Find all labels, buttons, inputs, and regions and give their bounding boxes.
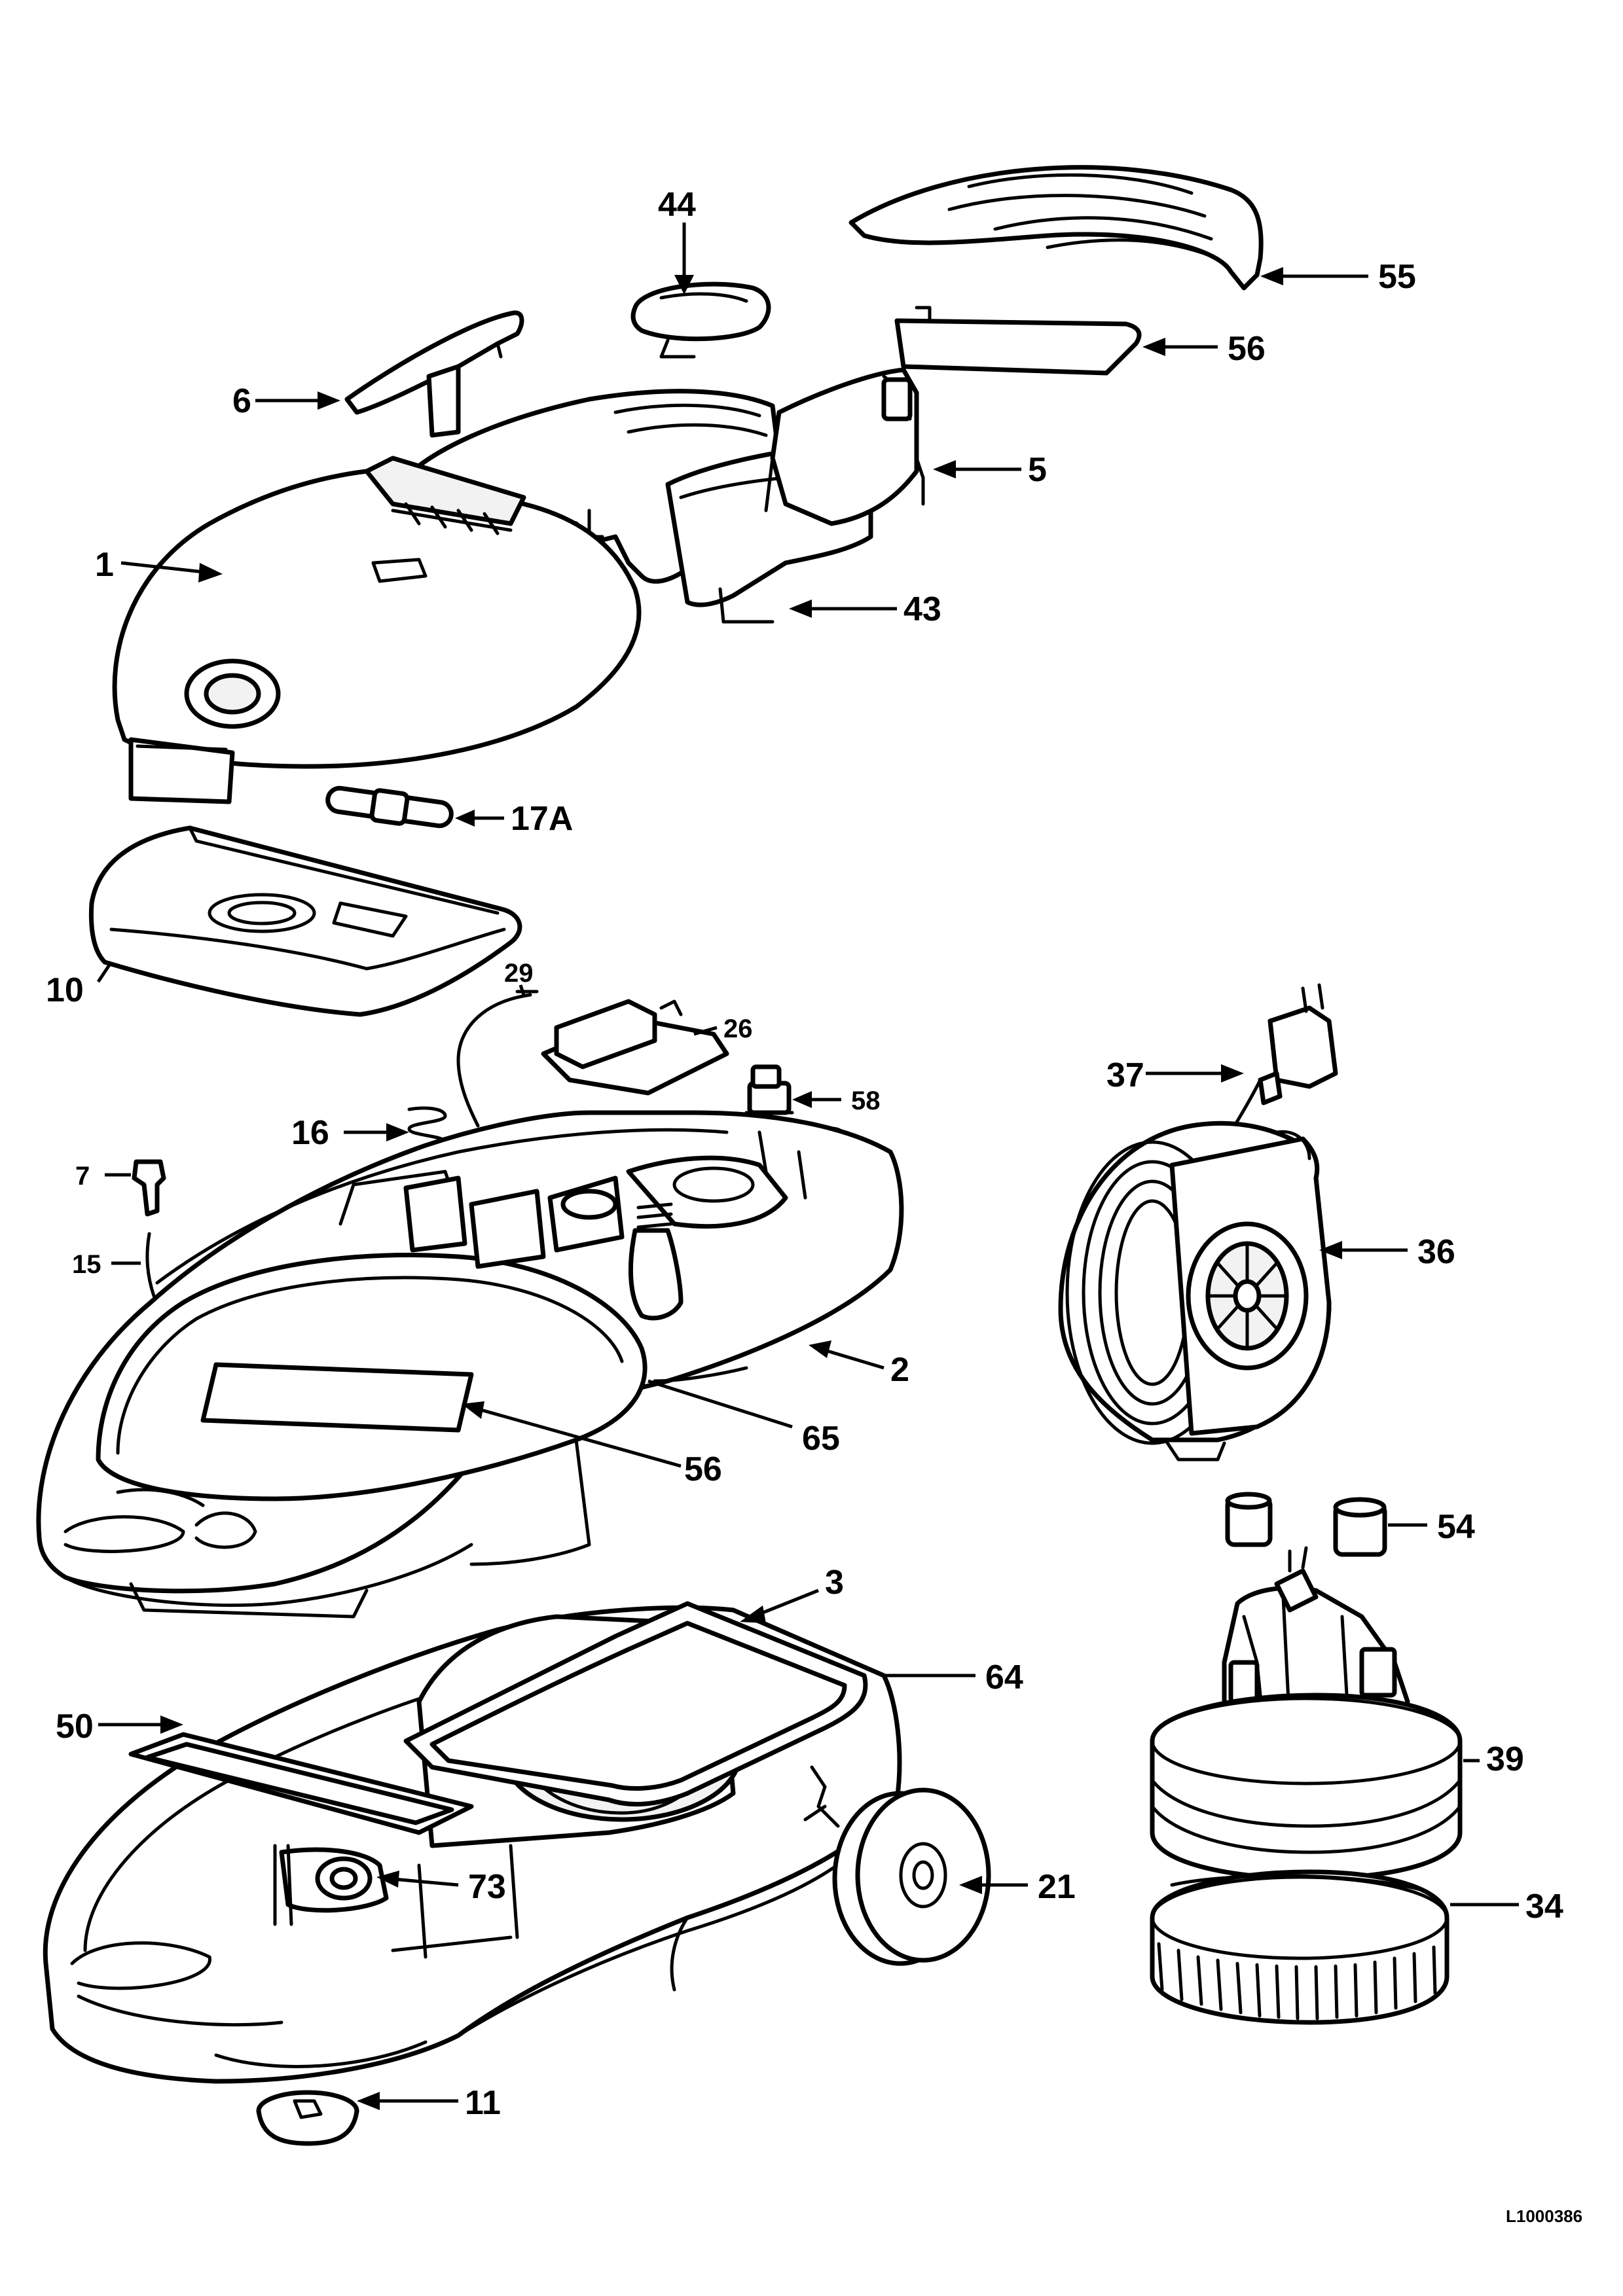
part-2-main-body [36,1110,904,1619]
label-11: 11 [465,2084,501,2122]
label-37: 37 [1106,1056,1144,1094]
part-37-power-cord [1137,983,1338,1285]
label-26: 26 [723,1014,753,1043]
part-15-clip [145,1232,156,1298]
leader-lines [96,223,1519,2110]
part-36-cord-reel [1058,1121,1332,1462]
label-44: 44 [658,186,696,224]
part-50-gasket-frame [128,1732,474,1835]
label-36: 36 [1417,1233,1455,1271]
part-34-gasket-ring [1150,1869,1450,2025]
part-44-button [630,281,771,359]
label-29: 29 [504,959,534,988]
label-1: 1 [95,546,114,584]
part-54-cylinders [1225,1492,1387,1557]
label-65: 65 [802,1420,840,1458]
label-56-body: 56 [684,1450,722,1488]
label-5: 5 [1028,451,1047,489]
label-34: 34 [1525,1888,1563,1926]
part-17a-roller-pin [325,785,454,829]
part-11-pivot-disc [256,2090,359,2146]
label-21: 21 [1038,1868,1076,1906]
part-55-vent-cover [848,165,1264,291]
label-3: 3 [825,1564,844,1602]
part-58-switch [744,1064,794,1115]
part-26-circuit-board [541,999,729,1096]
part-7-clip [132,1159,166,1217]
part-64-gasket-frame [403,1601,868,1807]
part-6-handle-clip [344,310,524,438]
label-7: 7 [75,1162,90,1191]
label-43: 43 [903,590,941,628]
label-15: 15 [72,1250,101,1279]
label-64: 64 [985,1659,1023,1696]
part-21-wheel [832,1787,991,1966]
label-6: 6 [232,382,251,420]
label-50: 50 [56,1708,94,1746]
label-55: 55 [1378,258,1416,296]
part-29-wire [456,990,539,1128]
part-10-bag-holder [88,825,522,1017]
label-16: 16 [291,1114,329,1152]
label-39: 39 [1486,1740,1524,1778]
part-labels: 44 55 56 6 5 1 43 17A 10 29 26 58 16 7 1… [46,186,1582,2226]
part-5-latch-block [764,367,925,526]
label-10: 10 [46,971,84,1009]
label-2: 2 [890,1351,909,1389]
label-58: 58 [851,1086,881,1115]
label-54: 54 [1437,1508,1475,1546]
part-39-motor [1150,1546,1463,1881]
drawing-reference-code: L1000386 [1506,2206,1582,2226]
part-56-top-filter-sheet [894,306,1142,376]
label-56-top: 56 [1228,330,1266,368]
label-17a: 17A [511,800,573,838]
label-73: 73 [468,1868,506,1906]
part-1-main-lid [112,456,642,804]
